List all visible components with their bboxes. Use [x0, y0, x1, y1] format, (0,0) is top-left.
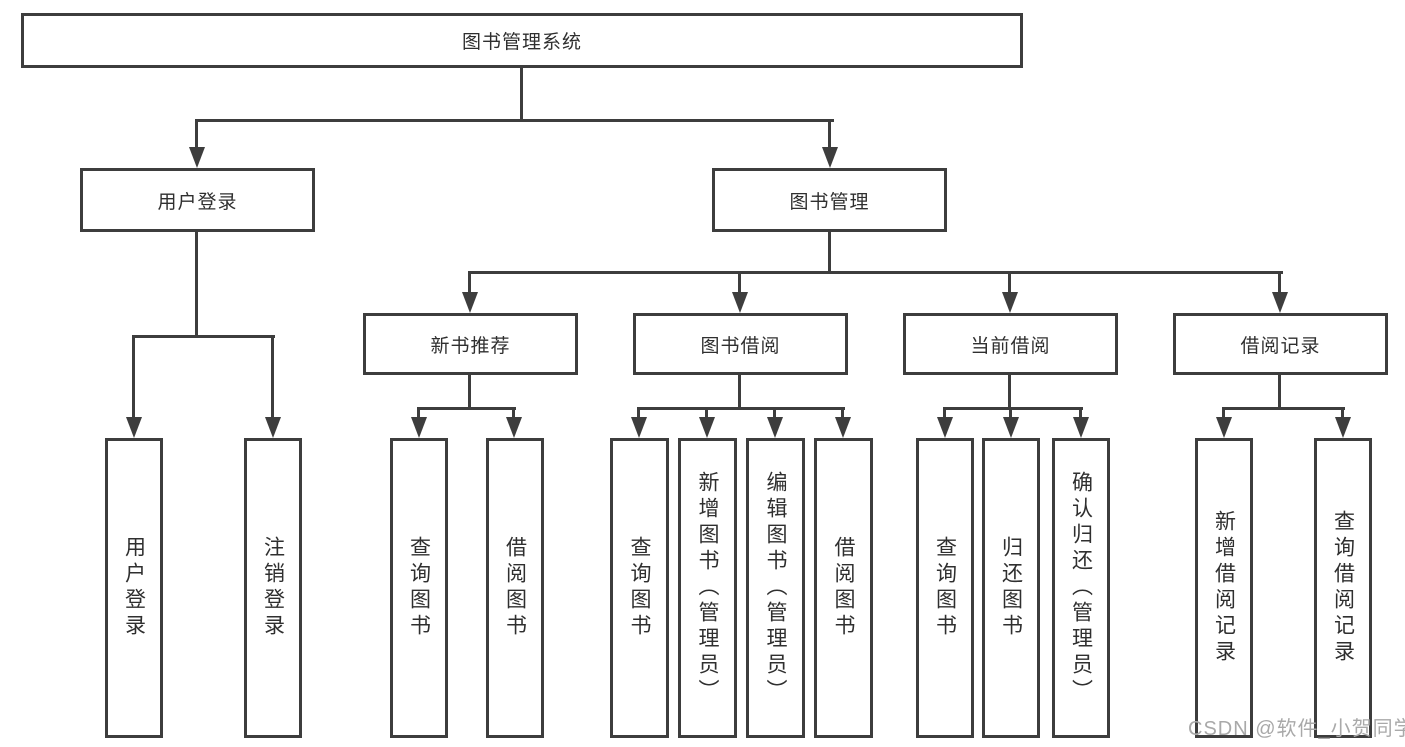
node-borrowing-records-label: 借阅记录 [1240, 335, 1321, 357]
leaf-add-borrow-record: 新增借阅记录 [1195, 438, 1253, 738]
leaf-query-borrow-record-label: 查询借阅记录 [1331, 510, 1355, 666]
arrow-down-icon [699, 417, 715, 438]
arrow-down-icon [506, 417, 522, 438]
leaf-confirm-return-admin: 确认归还（管理员） [1052, 438, 1110, 738]
node-book-borrowing: 图书借阅 [633, 313, 848, 375]
csdn-watermark: CSDN @软件_小贺同学 [1188, 718, 1405, 740]
leaf-user-login-label: 用户登录 [122, 536, 146, 640]
connector-line [1222, 407, 1345, 410]
connector-line [271, 335, 274, 418]
node-current-borrowing-label: 当前借阅 [970, 335, 1051, 357]
arrow-down-icon [1073, 417, 1089, 438]
arrow-down-icon [1272, 292, 1288, 313]
connector-line [1008, 375, 1011, 409]
arrow-down-icon [835, 417, 851, 438]
connector-line [705, 407, 708, 419]
leaf-borrow-books: 借阅图书 [814, 438, 873, 738]
leaf-query-books-recommend-label: 查询图书 [407, 536, 431, 640]
leaf-borrow-books-recommend: 借阅图书 [486, 438, 544, 738]
arrow-down-icon [1335, 417, 1351, 438]
connector-line [1008, 271, 1011, 294]
connector-line [828, 232, 831, 273]
connector-line [637, 407, 640, 419]
connector-line [1278, 375, 1281, 409]
connector-line [132, 335, 135, 418]
leaf-return-books: 归还图书 [982, 438, 1040, 738]
arrow-down-icon [1216, 417, 1232, 438]
connector-line [1278, 271, 1281, 294]
leaf-return-books-label: 归还图书 [999, 536, 1023, 640]
connector-line [520, 68, 523, 121]
connector-line [195, 119, 834, 122]
leaf-user-login: 用户登录 [105, 438, 163, 738]
arrow-down-icon [1003, 417, 1019, 438]
connector-line [468, 271, 1283, 274]
arrow-down-icon [937, 417, 953, 438]
connector-line [773, 407, 776, 419]
leaf-edit-books-admin: 编辑图书（管理员） [746, 438, 805, 738]
leaf-borrow-books-label: 借阅图书 [832, 536, 856, 640]
leaf-add-books-admin: 新增图书（管理员） [678, 438, 737, 738]
connector-line [195, 232, 198, 337]
connector-line [512, 407, 515, 419]
connector-line [841, 407, 844, 419]
node-borrowing-records: 借阅记录 [1173, 313, 1388, 375]
connector-line [195, 119, 198, 148]
node-user-login: 用户登录 [80, 168, 315, 232]
leaf-add-books-admin-label: 新增图书（管理员） [696, 471, 720, 705]
arrow-down-icon [631, 417, 647, 438]
connector-line [417, 407, 516, 410]
arrow-down-icon [189, 147, 205, 168]
arrow-down-icon [411, 417, 427, 438]
arrow-down-icon [126, 417, 142, 438]
connector-line [738, 375, 741, 409]
leaf-query-borrow-record: 查询借阅记录 [1314, 438, 1372, 738]
node-new-book-recommend: 新书推荐 [363, 313, 578, 375]
connector-line [943, 407, 946, 419]
arrow-down-icon [265, 417, 281, 438]
connector-line [1341, 407, 1344, 419]
leaf-logout-label: 注销登录 [261, 536, 285, 640]
connector-line [468, 375, 471, 409]
node-new-book-recommend-label: 新书推荐 [430, 335, 511, 357]
node-current-borrowing: 当前借阅 [903, 313, 1118, 375]
leaf-query-books-borrow: 查询图书 [610, 438, 669, 738]
arrow-down-icon [1002, 292, 1018, 313]
leaf-logout: 注销登录 [244, 438, 302, 738]
connector-line [943, 407, 1083, 410]
node-book-management: 图书管理 [712, 168, 947, 232]
connector-line [738, 271, 741, 294]
leaf-query-books-borrow-label: 查询图书 [628, 536, 652, 640]
node-book-management-label: 图书管理 [789, 191, 870, 213]
node-user-login-label: 用户登录 [157, 191, 238, 213]
leaf-query-books-current: 查询图书 [916, 438, 974, 738]
connector-line [1009, 407, 1012, 419]
leaf-confirm-return-admin-label: 确认归还（管理员） [1069, 471, 1093, 705]
node-root-label: 图书管理系统 [461, 32, 582, 53]
arrow-down-icon [462, 292, 478, 313]
node-root: 图书管理系统 [21, 13, 1023, 68]
connector-line [417, 407, 420, 419]
connector-line [1079, 407, 1082, 419]
leaf-edit-books-admin-label: 编辑图书（管理员） [764, 471, 788, 705]
arrow-down-icon [767, 417, 783, 438]
node-book-borrowing-label: 图书借阅 [700, 335, 781, 357]
connector-line [828, 119, 831, 148]
connector-line [637, 407, 845, 410]
connector-line [468, 271, 471, 294]
leaf-query-books-current-label: 查询图书 [933, 536, 957, 640]
connector-line [132, 335, 275, 338]
arrow-down-icon [732, 292, 748, 313]
connector-line [1222, 407, 1225, 419]
leaf-add-borrow-record-label: 新增借阅记录 [1212, 510, 1236, 666]
leaf-query-books-recommend: 查询图书 [390, 438, 448, 738]
arrow-down-icon [822, 147, 838, 168]
leaf-borrow-books-recommend-label: 借阅图书 [503, 536, 527, 640]
